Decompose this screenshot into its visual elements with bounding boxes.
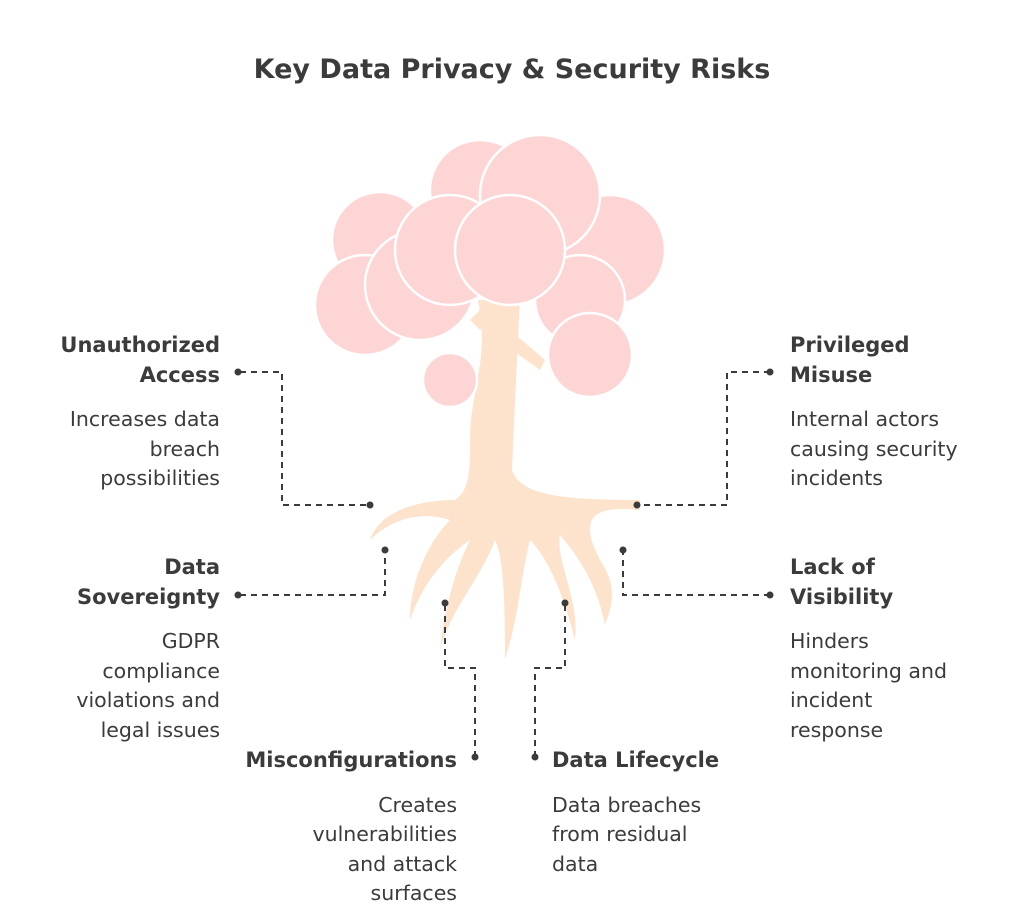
- risk-title: Data Sovereignty: [77, 555, 220, 609]
- tree-roots: [370, 300, 640, 660]
- diagram-title: Key Data Privacy & Security Risks: [253, 54, 771, 85]
- risk-description: Hinders monitoring and incident response: [790, 629, 947, 742]
- connector-lines: [240, 371, 770, 757]
- risk-description: Data breaches from residual data: [552, 792, 702, 876]
- risk-data-lifecycle: Data Lifecycle Data breaches from residu…: [552, 746, 812, 879]
- connector-dots: [234, 368, 774, 761]
- tree-canopy: [313, 133, 667, 409]
- risk-data-sovereignty: Data Sovereignty GDPR compliance violati…: [0, 553, 220, 745]
- risk-title: Lack of Visibility: [790, 555, 894, 609]
- risk-lack-of-visibility: Lack of Visibility Hinders monitoring an…: [790, 553, 1024, 745]
- risk-description: Increases data breach possibilities: [69, 407, 220, 490]
- risk-title: Data Lifecycle: [552, 748, 720, 772]
- risk-title: Unauthorized Access: [60, 333, 220, 387]
- risk-unauthorized-access: Unauthorized Access Increases data breac…: [0, 331, 220, 494]
- risk-description: GDPR compliance violations and legal iss…: [76, 629, 220, 742]
- risk-title: Privileged Misuse: [790, 333, 910, 387]
- risk-title: Misconfigurations: [245, 748, 457, 772]
- risk-description: Creates vulnerabilities and attack surfa…: [312, 792, 457, 906]
- risk-misconfigurations: Misconfigurations Creates vulnerabilitie…: [197, 746, 457, 909]
- risk-privileged-misuse: Privileged Misuse Internal actors causin…: [790, 331, 1024, 494]
- risk-description: Internal actors causing security inciden…: [790, 407, 958, 490]
